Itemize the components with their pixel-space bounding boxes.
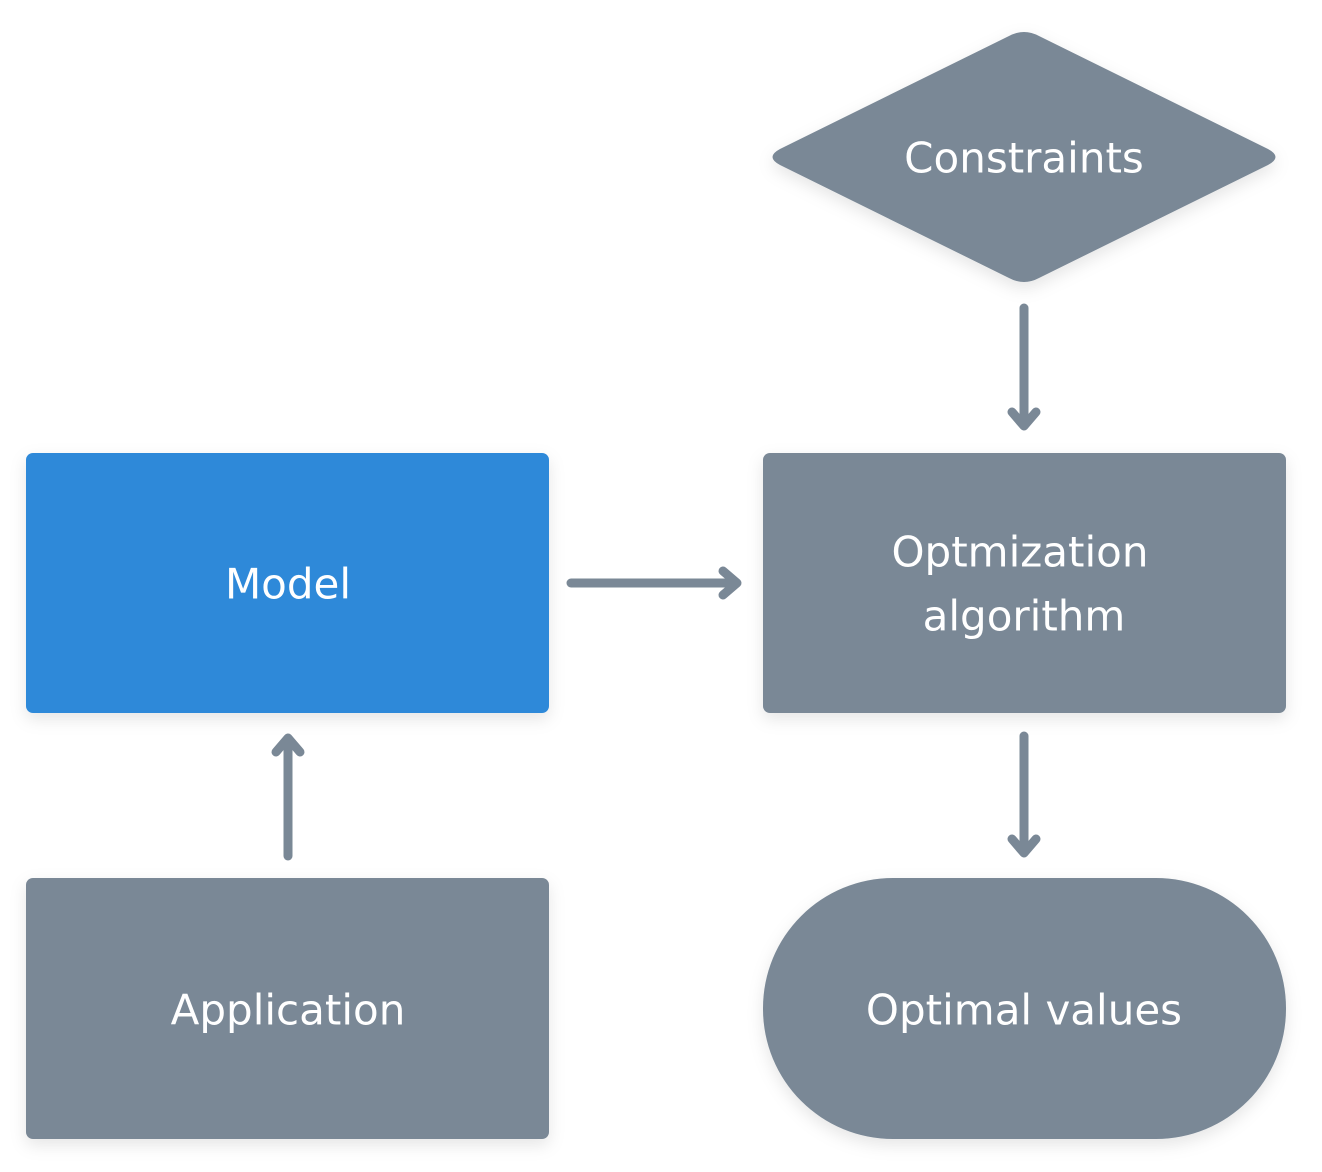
arrow-model-to-optimization bbox=[566, 566, 742, 600]
optimization-label-line2: algorithm bbox=[923, 592, 1126, 641]
application-label: Application bbox=[171, 986, 406, 1035]
constraints-diamond-shape bbox=[772, 32, 1276, 282]
constraints-label: Constraints bbox=[904, 134, 1144, 183]
optimal-values-stadium-shape bbox=[763, 878, 1286, 1139]
model-rect-shape bbox=[26, 453, 549, 713]
arrow-optimization-to-optimal-values bbox=[1007, 731, 1041, 858]
optimization-label-line1: Optmization bbox=[891, 528, 1148, 577]
application-rect-shape bbox=[26, 878, 549, 1139]
optimization-rect-shape bbox=[763, 453, 1286, 713]
optimization-node[interactable]: Optmization algorithm bbox=[763, 453, 1286, 713]
constraints-node[interactable]: Constraints bbox=[772, 32, 1276, 282]
optimal-values-label: Optimal values bbox=[866, 986, 1182, 1035]
application-node[interactable]: Application bbox=[26, 878, 549, 1139]
model-node[interactable]: Model bbox=[26, 453, 549, 713]
optimal-values-node[interactable]: Optimal values bbox=[763, 878, 1286, 1139]
arrow-constraints-to-optimization bbox=[1007, 303, 1041, 431]
arrow-application-to-model bbox=[271, 733, 305, 861]
model-label: Model bbox=[225, 560, 351, 609]
